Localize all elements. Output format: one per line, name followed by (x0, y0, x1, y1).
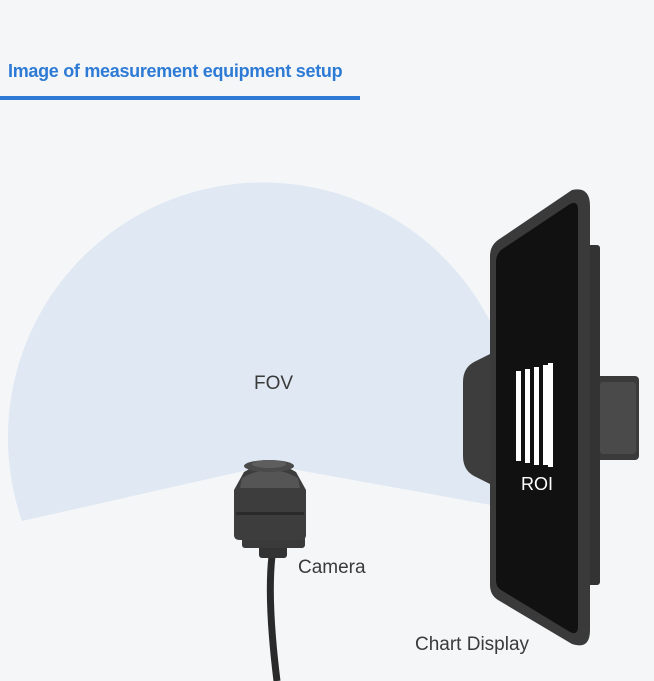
camera-device (234, 460, 306, 681)
title-underline (0, 96, 360, 100)
camera-cable (266, 555, 281, 681)
display-rear-housing (463, 350, 498, 488)
chart-display-label: Chart Display (415, 634, 530, 655)
fov-region (7, 182, 518, 521)
section-title: Image of measurement equipment setup (8, 61, 343, 81)
camera-label: Camera (298, 557, 366, 578)
roi-label: ROI (521, 474, 554, 494)
roi-bar-pattern (516, 363, 553, 467)
fov-label: FOV (254, 373, 294, 394)
chart-display (463, 189, 639, 646)
